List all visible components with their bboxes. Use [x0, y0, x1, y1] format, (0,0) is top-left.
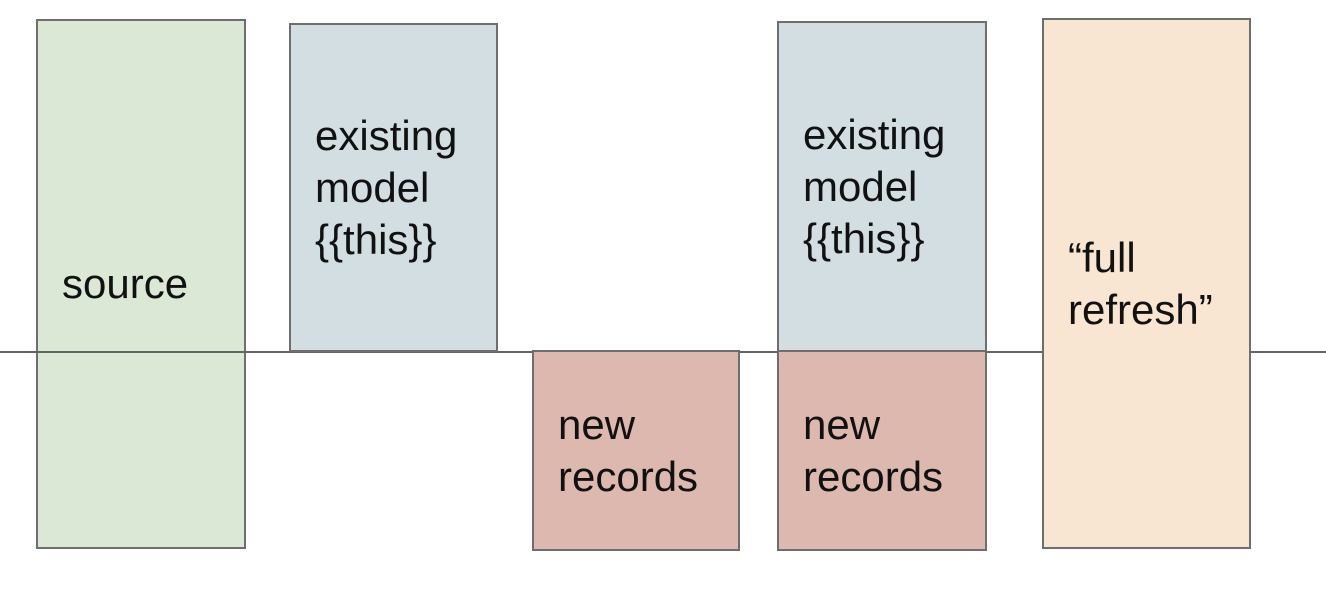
box-existing-model-left: existing model {{this}}	[289, 23, 498, 352]
box-existing-model-right: existing model {{this}}	[777, 21, 987, 352]
box-full-refresh-label: “full refresh”	[1068, 233, 1213, 333]
box-new-records-right-label: new records	[803, 400, 944, 500]
box-source-label: source	[62, 260, 189, 307]
box-new-records-left: new records	[532, 350, 740, 551]
box-source: source	[36, 19, 246, 549]
box-new-records-left-label: new records	[558, 400, 699, 500]
box-existing-model-left-label: existing model {{this}}	[315, 111, 458, 263]
box-full-refresh: “full refresh”	[1042, 18, 1251, 549]
box-existing-model-right-label: existing model {{this}}	[803, 110, 946, 262]
box-new-records-right: new records	[777, 350, 987, 551]
